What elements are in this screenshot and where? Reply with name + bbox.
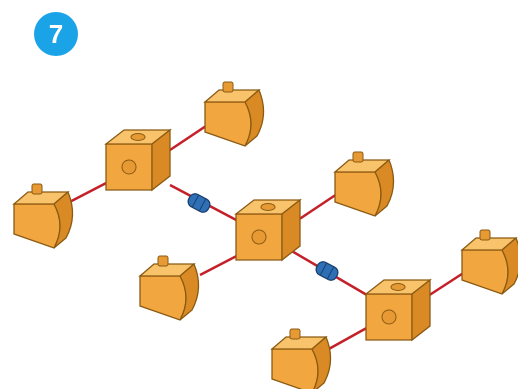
wedge-piece-center-right xyxy=(334,151,395,217)
cube-block-bottom-right xyxy=(365,279,431,341)
blue-axle-lower xyxy=(313,259,341,283)
cube-block-top-left xyxy=(105,129,171,191)
wedge-piece-bottom xyxy=(271,328,332,389)
cube-block-center xyxy=(235,199,301,261)
wedge-piece-right xyxy=(461,229,518,295)
wedge-piece-top xyxy=(204,81,265,147)
step-number: 7 xyxy=(48,18,64,49)
wedge-piece-left xyxy=(13,183,74,249)
step-number-badge: 7 xyxy=(34,12,78,56)
wedge-piece-center-left xyxy=(139,255,200,321)
